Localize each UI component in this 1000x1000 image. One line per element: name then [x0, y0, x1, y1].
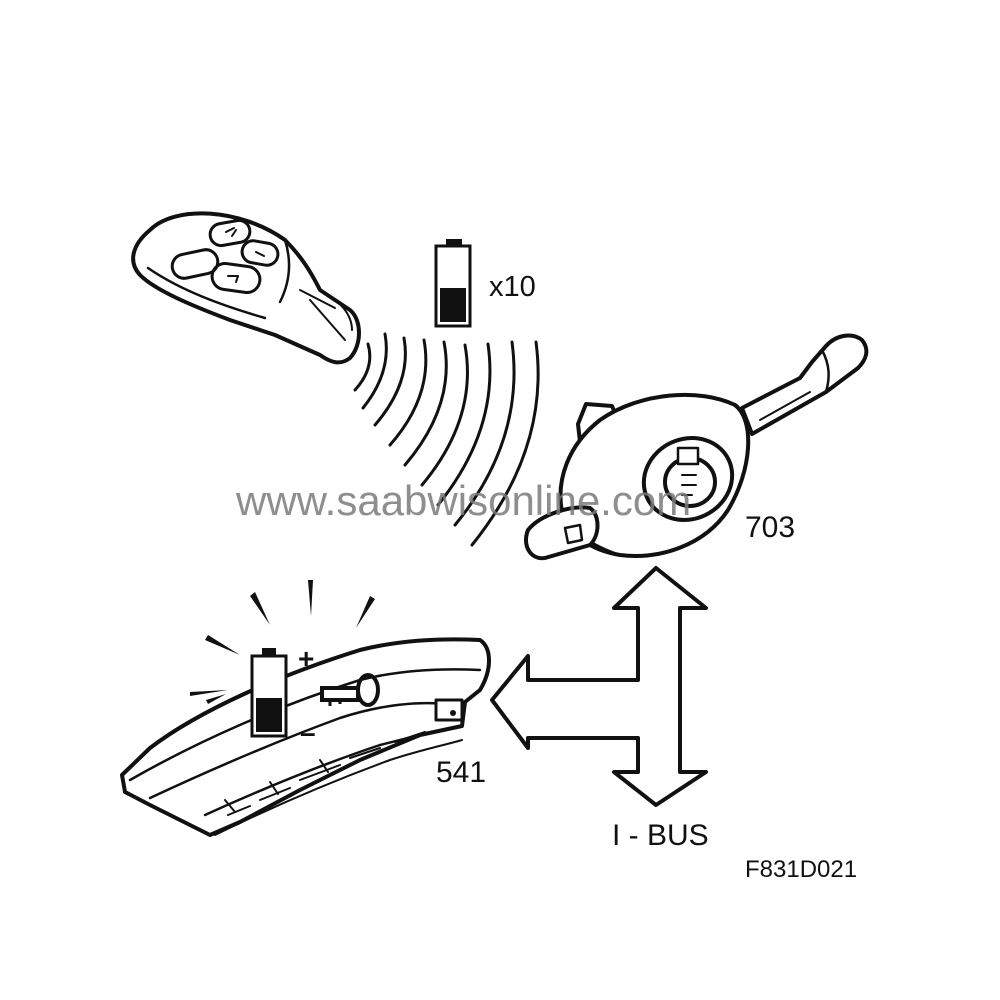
battery-plus-sign: + — [298, 643, 314, 674]
ibus-label: I - BUS — [612, 819, 709, 852]
watermark-text: www.saabwisonline.com — [235, 477, 691, 524]
label-541: 541 — [436, 756, 486, 789]
key-fob — [131, 211, 361, 365]
module-battery-icon — [250, 648, 288, 738]
ibus-arrow — [490, 566, 708, 807]
battery-minus-sign: – — [300, 717, 316, 748]
key-icon — [320, 673, 380, 707]
warning-rays — [190, 580, 375, 704]
steering-column-switch — [524, 333, 869, 561]
battery-multiplier-label: x10 — [489, 271, 536, 303]
figure-code: F831D021 — [745, 856, 857, 883]
ignition-switch-module — [120, 637, 491, 837]
fob-battery-icon — [434, 239, 472, 328]
signal-waves — [353, 332, 540, 547]
label-703: 703 — [745, 511, 795, 544]
